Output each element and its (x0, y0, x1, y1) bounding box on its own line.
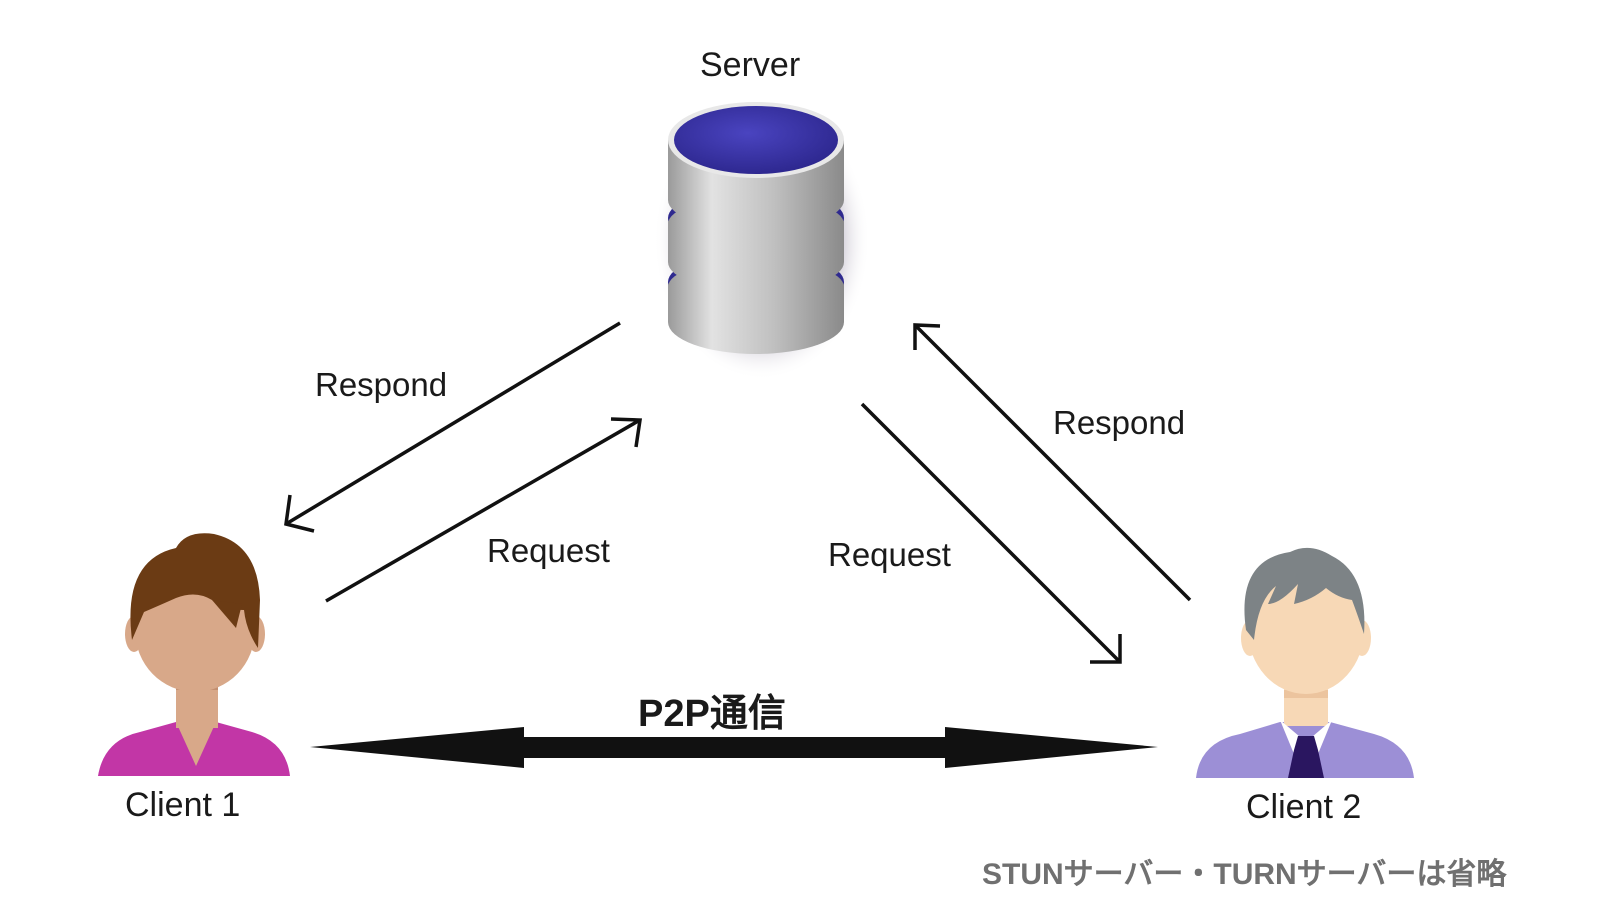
client2-avatar-icon (1196, 547, 1414, 778)
edge-label-respond-client1: Respond (315, 366, 448, 403)
request-arrow-to-client2 (860, 402, 1122, 664)
edge-label-request-client2: Request (828, 536, 951, 573)
client1-label: Client 1 (125, 786, 241, 824)
client2-label: Client 2 (1246, 788, 1362, 826)
server-database-icon (654, 100, 870, 380)
p2p-double-arrow (310, 727, 1158, 768)
p2p-label: P2P通信 (638, 693, 786, 735)
request-arrow-to-server-from-client1 (325, 417, 643, 603)
edge-label-respond-client2: Respond (1053, 404, 1186, 441)
respond-arrow-to-server-from-client2 (913, 323, 1192, 602)
edge-label-request-client1: Request (487, 532, 610, 569)
server-label: Server (700, 46, 801, 84)
respond-arrow-to-client1 (284, 321, 621, 533)
footnote: STUNサーバー・TURNサーバーは省略 (982, 858, 1507, 891)
client1-avatar-icon (98, 533, 290, 776)
